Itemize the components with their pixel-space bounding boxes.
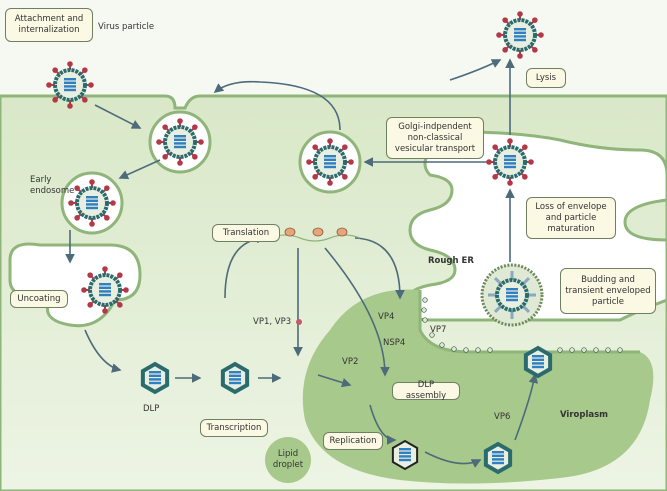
golgi-label: Golgi-indpendent non-classical vesicular… bbox=[386, 117, 484, 159]
lysis-label: Lysis bbox=[526, 68, 566, 88]
dlp-assembly-label: DLP assembly bbox=[392, 380, 460, 401]
budding-label: Budding and transient enveloped particle bbox=[560, 268, 656, 314]
replicated-core bbox=[391, 439, 419, 471]
vp7-label: VP7 bbox=[430, 325, 447, 335]
internalized-virion bbox=[156, 118, 204, 166]
vp1-vp3-label: VP1, VP3 bbox=[253, 317, 292, 327]
dlp-particle bbox=[140, 361, 170, 395]
lipid-droplet-label: Lipid droplet bbox=[272, 449, 304, 470]
vp6-coated-dlp bbox=[483, 441, 513, 475]
uncoating-label: Uncoating bbox=[10, 290, 68, 308]
translation-label: Translation bbox=[212, 224, 280, 242]
budding-dlp bbox=[523, 345, 553, 379]
replication-label: Replication bbox=[323, 432, 383, 450]
released-virion bbox=[496, 11, 544, 59]
viroplasm-label: Viroplasm bbox=[560, 410, 609, 420]
dlp-label: DLP bbox=[143, 404, 160, 414]
er-membrane-proteins bbox=[421, 297, 623, 353]
virus-particle-label: Virus particle bbox=[98, 22, 155, 32]
early-endosome-label: Early endosome bbox=[30, 175, 75, 196]
uncoating-virion bbox=[81, 266, 129, 314]
vp4-label: VP4 bbox=[378, 312, 395, 322]
transcribing-dlp bbox=[220, 361, 250, 395]
virus-particle bbox=[46, 61, 94, 109]
viroplasm bbox=[302, 289, 654, 484]
vp2-label: VP2 bbox=[342, 357, 359, 367]
loss-envelope-label: Loss of envelope and particle maturation bbox=[526, 197, 616, 239]
nsp4-label: NSP4 bbox=[383, 338, 406, 348]
vp6-label: VP6 bbox=[494, 412, 511, 422]
transcription-label: Transcription bbox=[200, 419, 268, 437]
attachment-label: Attachment and internalization bbox=[5, 8, 93, 42]
budding-enveloped-particle bbox=[480, 263, 544, 327]
mature-virion bbox=[486, 138, 534, 186]
lipid-droplet bbox=[265, 437, 311, 483]
ribosome-icons bbox=[284, 227, 348, 237]
endosome-virion bbox=[68, 179, 116, 227]
vesicle-virion bbox=[306, 138, 354, 186]
rough-er-label: Rough ER bbox=[428, 256, 474, 266]
pathway-arrows bbox=[65, 58, 539, 468]
vp1-vp3-protein bbox=[296, 319, 302, 325]
